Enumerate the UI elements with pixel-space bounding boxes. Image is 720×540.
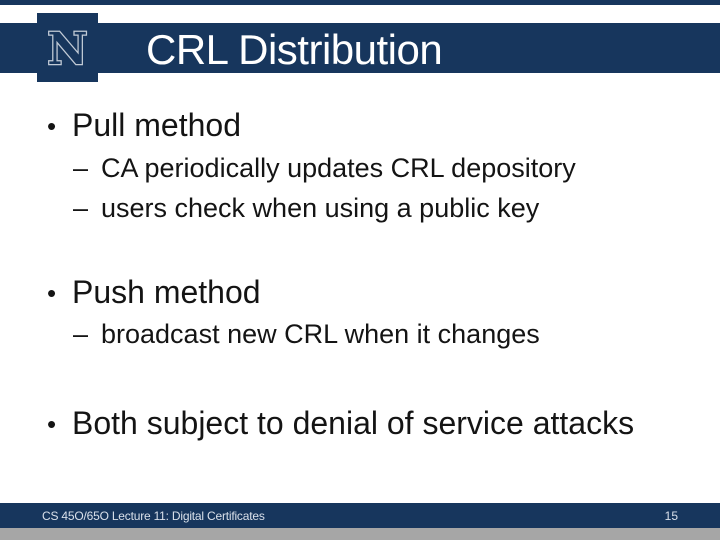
footer-bar: CS 45O/65O Lecture 11: Digital Certifica… xyxy=(0,503,720,528)
dash-icon: – xyxy=(73,193,89,223)
bottom-gray-strip xyxy=(0,528,720,540)
bullet-text: Both subject to denial of service attack… xyxy=(72,405,635,441)
nevada-n-icon: N xyxy=(46,23,89,77)
bullet-text: Pull method xyxy=(72,107,241,143)
sub-bullet-item: –users check when using a public key xyxy=(73,195,539,222)
slide-title: CRL Distribution xyxy=(146,25,443,73)
sub-bullet-item: –broadcast new CRL when it changes xyxy=(73,321,540,348)
footer-course-label: CS 45O/65O Lecture 11: Digital Certifica… xyxy=(42,508,265,523)
title-bar: CRL Distribution xyxy=(0,23,720,73)
bullet-text: CA periodically updates CRL depository xyxy=(101,153,576,183)
bullet-text: broadcast new CRL when it changes xyxy=(101,319,540,349)
bullet-icon: • xyxy=(47,278,57,308)
bullet-item: • Pull method xyxy=(47,109,241,141)
bullet-item: • Push method xyxy=(47,276,261,308)
top-accent-strip xyxy=(0,0,720,5)
dash-icon: – xyxy=(73,319,89,349)
dash-icon: – xyxy=(73,153,89,183)
svg-text:N: N xyxy=(47,24,87,75)
bullet-text: Push method xyxy=(72,274,261,310)
bullet-icon: • xyxy=(47,409,57,439)
university-logo: N xyxy=(37,13,98,82)
sub-bullet-item: –CA periodically updates CRL depository xyxy=(73,155,576,182)
bullet-icon: • xyxy=(47,111,57,141)
bullet-item: • Both subject to denial of service attac… xyxy=(47,407,634,439)
page-number: 15 xyxy=(664,508,678,523)
bullet-text: users check when using a public key xyxy=(101,193,540,223)
